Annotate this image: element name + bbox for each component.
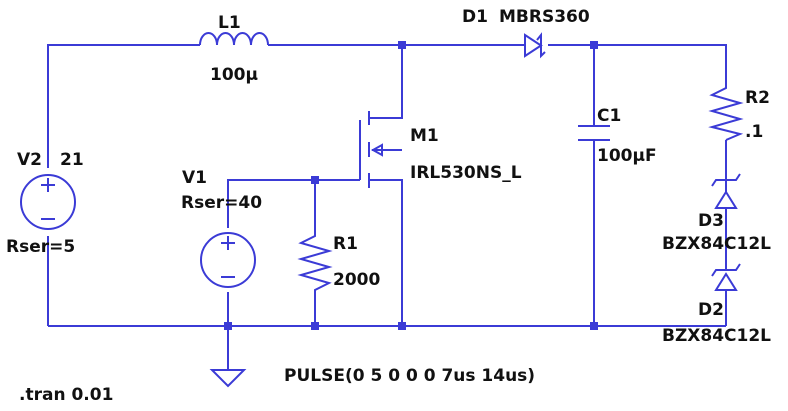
wires [47,44,727,370]
v1-ref: V1 [182,168,207,188]
inductor-coil [199,32,269,46]
source-circle [200,232,256,288]
m1-value: IRL530NS_L [410,163,522,183]
capacitor-c1[interactable] [578,125,610,141]
voltage-source-v1[interactable] [200,232,256,288]
resistor-r2[interactable] [708,80,744,141]
junction-dot [311,322,319,330]
junction-dot [398,322,406,330]
resistor-zigzag [708,80,744,141]
d2-value: BZX84C12L [662,326,771,346]
r2-value: .1 [745,122,763,142]
zener-triangle [714,190,738,209]
body-arrow [370,143,383,157]
junction-dot [311,176,319,184]
diode-triangle [524,33,543,58]
v1-source-spec: PULSE(0 5 0 0 0 7us 14us) [284,366,535,386]
zener-bar [711,263,741,277]
d1-value: MBRS360 [499,7,590,27]
wire-top-right [548,44,727,80]
c1-value: 100µF [597,146,657,166]
v2-value: 21 [60,150,84,170]
zener-triangle [714,272,738,291]
junction-dot [590,322,598,330]
c1-ref: C1 [597,106,621,126]
m1-ref: M1 [410,126,439,146]
junction-dot [224,322,232,330]
zener-d3[interactable] [711,173,741,209]
mosfet-m1[interactable] [359,111,402,188]
ground-icon [209,369,247,388]
d3-value: BZX84C12L [662,234,771,254]
resistor-zigzag [297,228,333,294]
v1-rser: Rser=40 [181,193,262,213]
r2-ref: R2 [745,88,770,108]
voltage-source-v2[interactable] [20,174,76,230]
l1-ref: L1 [218,13,241,33]
spice-directive[interactable]: .tran 0.01 [19,385,113,405]
labels: L1 100µ D1 MBRS360 M1 IRL530NS_L C1 100µ… [6,7,771,405]
r1-value: 2000 [333,270,380,290]
wire-top-left [47,44,200,168]
d3-ref: D3 [698,211,724,231]
d2-ref: D2 [698,300,724,320]
junction-dot [590,41,598,49]
d1-ref: D1 [462,7,488,27]
l1-value: 100µ [210,65,258,85]
v2-ref: V2 [17,150,42,170]
v2-rser: Rser=5 [6,237,75,257]
ground-symbol [209,369,247,388]
junction-dot [398,41,406,49]
wire-source [376,179,403,326]
diode-d1[interactable] [524,32,546,59]
source-circle [20,174,76,230]
resistor-r1[interactable] [297,228,333,294]
r1-ref: R1 [333,234,358,254]
junctions [224,41,598,330]
zener-d2[interactable] [711,263,741,296]
inductor-l1[interactable] [199,32,269,46]
wire-drain [376,45,403,119]
schottky-bar [536,32,546,59]
